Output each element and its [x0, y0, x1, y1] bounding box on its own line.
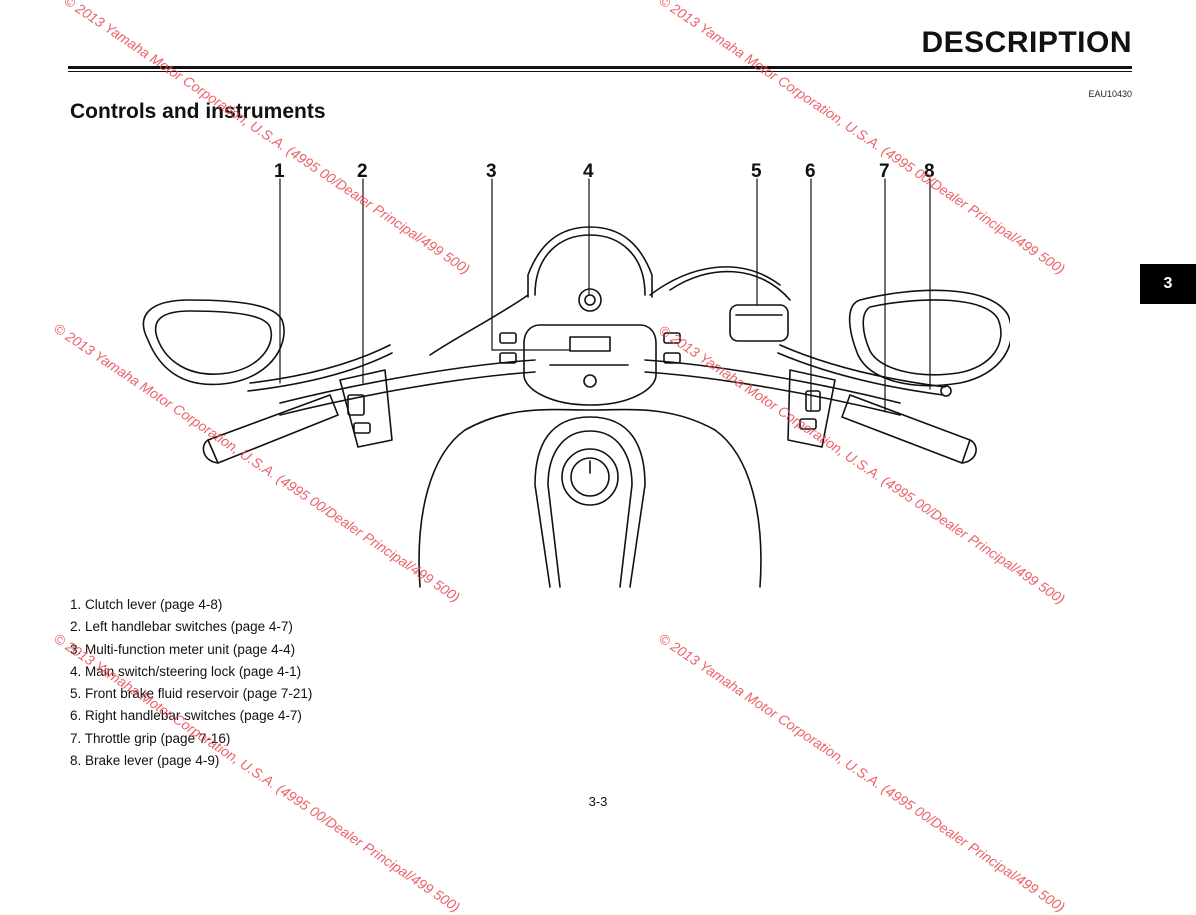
left-switch-housing [339, 369, 393, 448]
brake-lever [779, 344, 946, 388]
headlight-housing [534, 234, 646, 296]
main-switch [578, 288, 602, 312]
header-rule-thin [68, 71, 1132, 72]
callout-5: 5 [751, 161, 762, 182]
legend-item: 6. Right handlebar switches (page 4-7) [70, 708, 302, 724]
section-heading: Controls and instruments [70, 100, 326, 123]
page-header-title: DESCRIPTION [921, 26, 1132, 59]
fuel-cap [561, 448, 619, 506]
left-mirror [142, 299, 285, 386]
callout-3: 3 [486, 161, 497, 182]
handlebar [279, 359, 901, 404]
document-code: EAU10430 [1088, 89, 1132, 99]
legend-item: 2. Left handlebar switches (page 4-7) [70, 619, 293, 635]
legend-item: 5. Front brake fluid reservoir (page 7-2… [70, 686, 313, 702]
watermark: © 2013 Yamaha Motor Corporation, U.S.A. … [656, 630, 1068, 915]
page-number: 3-3 [588, 794, 608, 809]
right-mirror [848, 289, 1010, 387]
meter-unit [523, 324, 657, 406]
right-switch-housing [787, 369, 836, 448]
left-grip [207, 394, 339, 464]
fuel-tank [418, 408, 762, 588]
legend-item: 8. Brake lever (page 4-9) [70, 753, 220, 769]
legend-item: 4. Main switch/steering lock (page 4-1) [70, 663, 302, 679]
chapter-tab-number: 3 [1163, 275, 1173, 292]
callout-6: 6 [805, 161, 816, 182]
legend-item: 7. Throttle grip (page 7-16) [70, 730, 231, 746]
legend-item: 3. Multi-function meter unit (page 4-4) [70, 641, 296, 657]
callout-2: 2 [357, 161, 368, 182]
clutch-lever [249, 344, 391, 384]
callout-8: 8 [924, 161, 935, 182]
handlebar-illustration: 1 2 3 4 5 6 7 8 [130, 155, 1010, 595]
header-rule-thick [68, 66, 1132, 69]
chapter-tab: 3 [1140, 264, 1196, 304]
legend-list: 1. Clutch lever (page 4-8) 2. Left handl… [70, 594, 312, 772]
brake-reservoir [729, 304, 789, 342]
callout-4: 4 [583, 161, 594, 182]
tank-center-strip [534, 416, 646, 588]
legend-item: 1. Clutch lever (page 4-8) [70, 597, 223, 612]
callout-1: 1 [274, 161, 285, 182]
callout-7: 7 [879, 161, 890, 182]
